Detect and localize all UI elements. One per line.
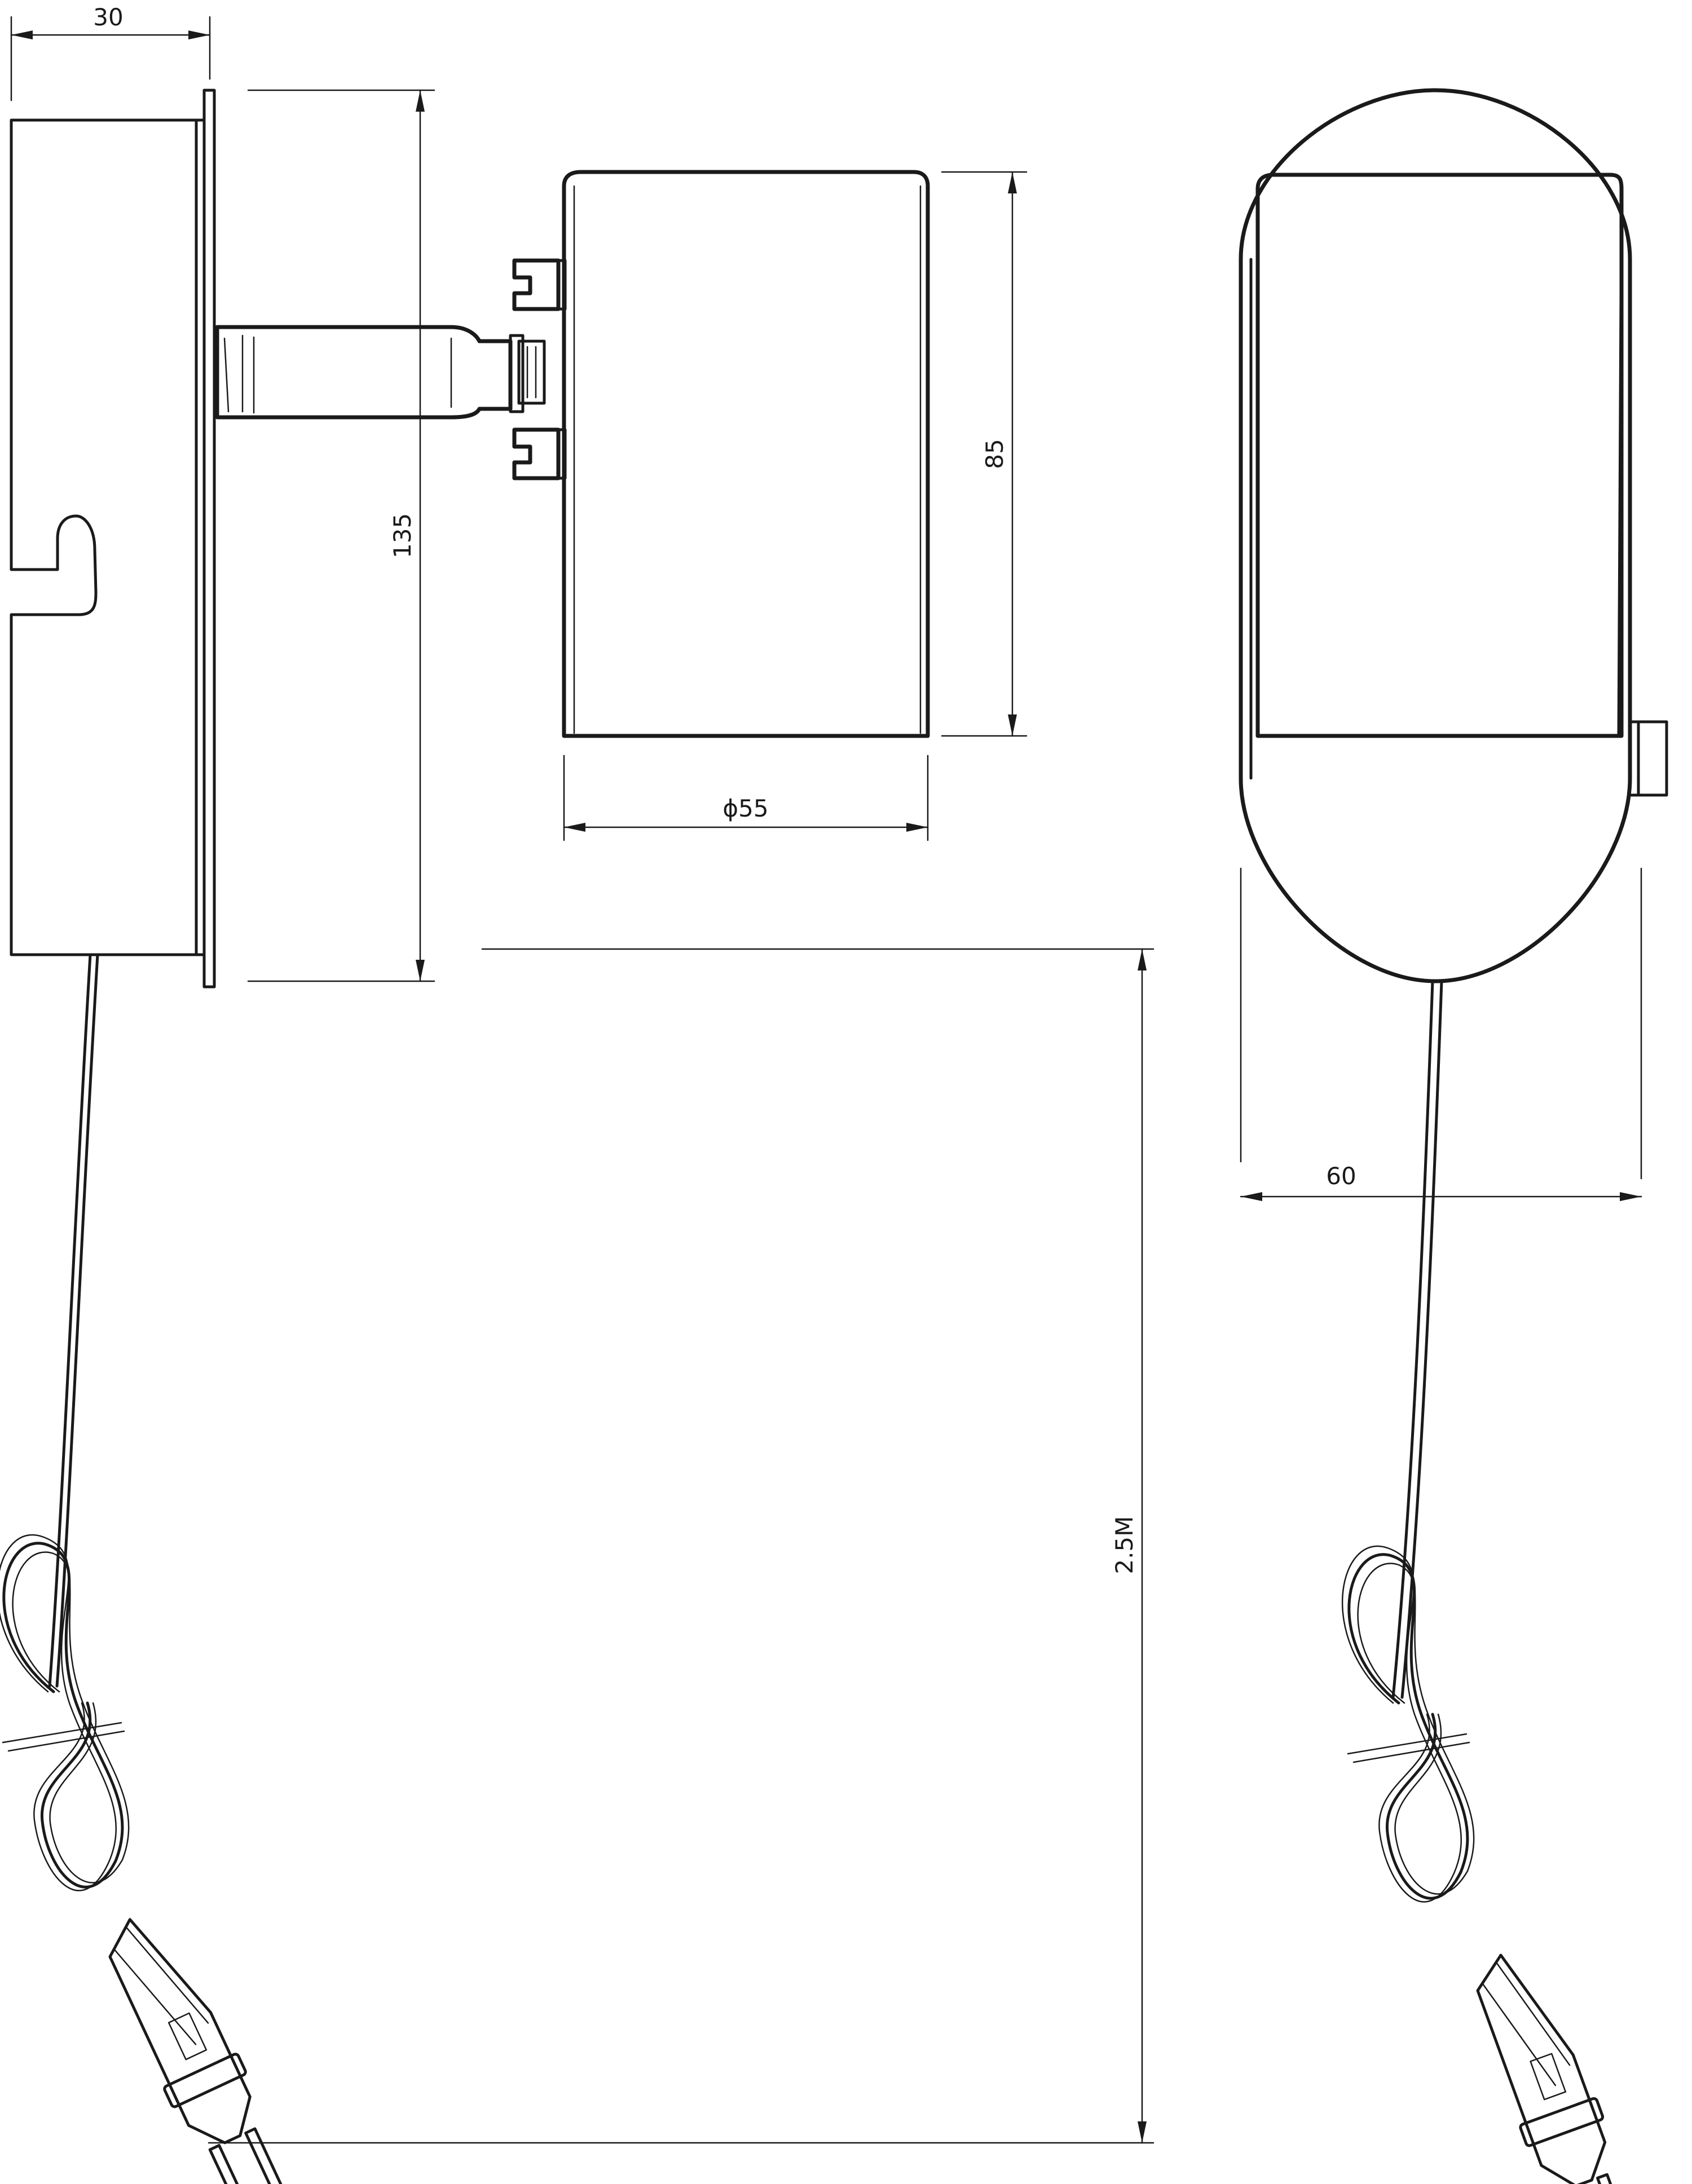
plate-joint <box>195 118 206 956</box>
dimension-plate-height: 135 <box>247 89 435 982</box>
power-cable-right <box>1391 980 1434 1699</box>
front-shade <box>1255 173 1624 738</box>
dimension-shade-height: 85 <box>941 171 1028 737</box>
power-cable-left <box>48 953 92 1688</box>
mounting-plate-edge <box>202 89 216 989</box>
depth-label: 30 <box>93 3 123 31</box>
cable-length-label: 2.5M <box>1111 1516 1138 1574</box>
upper-clamp <box>512 258 567 311</box>
dimension-cable-length: 2.5M <box>208 948 1155 2144</box>
shade-diameter-label: ϕ55 <box>722 795 768 822</box>
front-backplate <box>1239 88 1632 983</box>
plate-width-label: 60 <box>1326 1162 1356 1190</box>
lamp-shade <box>562 170 930 738</box>
cable-coil-right <box>1342 1546 1474 1902</box>
wall-plate-outline <box>10 118 198 956</box>
dimension-shade-diameter: ϕ55 <box>563 755 929 841</box>
lower-clamp <box>512 427 567 480</box>
dimension-plate-width: 60 <box>1240 867 1642 1201</box>
front-view <box>1239 88 1668 2184</box>
switch-button <box>1637 720 1668 797</box>
plug-left <box>93 1902 305 2184</box>
swivel-arm <box>215 325 513 420</box>
dimension-depth: 30 <box>10 3 211 102</box>
plug-right <box>1462 1942 1651 2184</box>
side-view <box>0 89 930 2184</box>
plate-height-label: 135 <box>389 513 416 558</box>
shade-height-label: 85 <box>981 439 1008 469</box>
